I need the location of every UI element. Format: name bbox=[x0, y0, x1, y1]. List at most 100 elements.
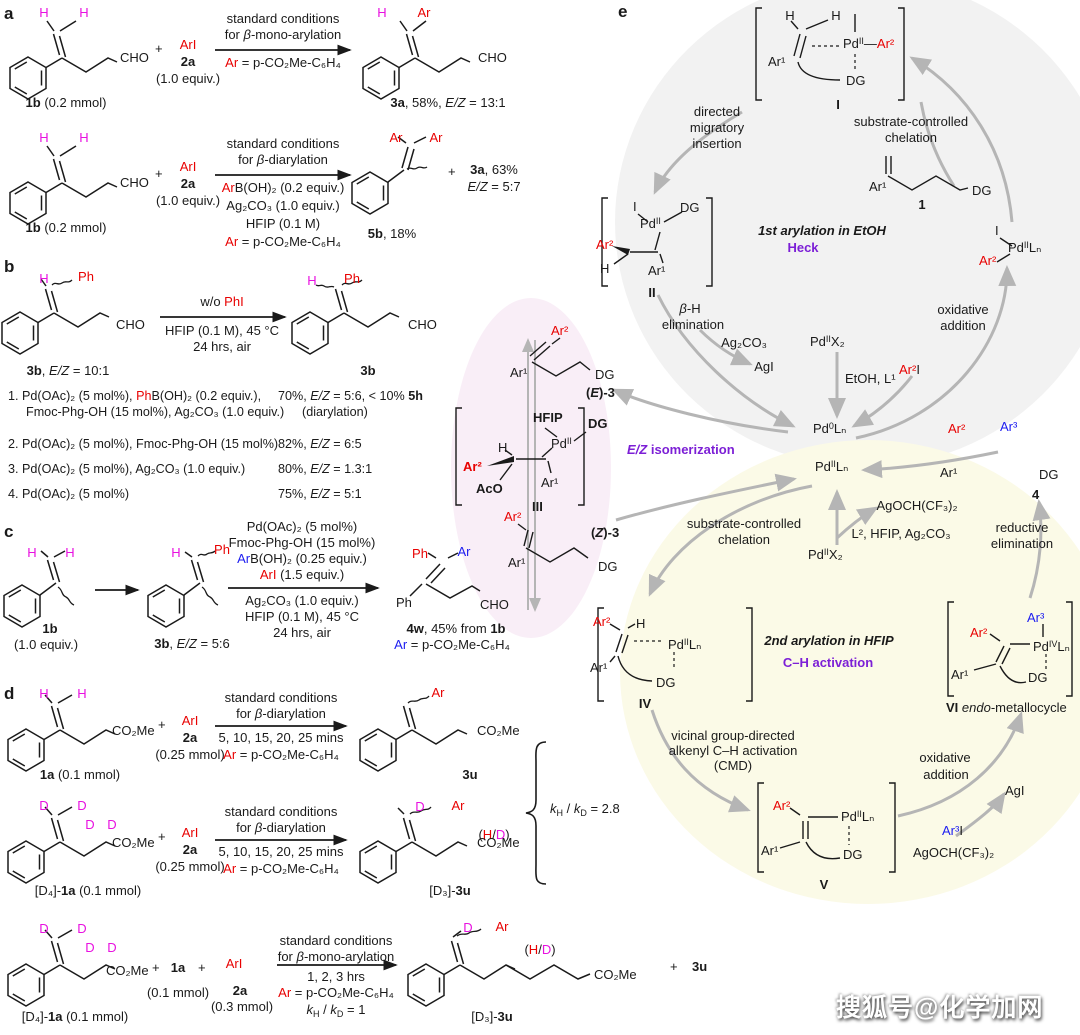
d1-below-1: 5, 10, 15, 20, 25 mins bbox=[218, 730, 344, 745]
panel-d-label: d bbox=[4, 684, 15, 703]
reductive-2: elimination bbox=[990, 536, 1054, 551]
c-3b-caption: 3b, E/Z = 5:6 bbox=[154, 636, 230, 651]
agi-label-top: AgI bbox=[754, 359, 774, 374]
d1-h2: H bbox=[77, 686, 87, 701]
d3-d4: D bbox=[107, 940, 117, 955]
d2-product-hd: (H/D) bbox=[478, 827, 510, 842]
chelation-top-2: chelation bbox=[884, 130, 938, 145]
a2-conditions-1: standard conditions bbox=[226, 136, 340, 151]
intermediate-II-bonds bbox=[601, 197, 713, 287]
vicinal-3: (CMD) bbox=[713, 758, 753, 773]
reductive-1: reductive bbox=[995, 520, 1049, 535]
c-1b-caption: 1b bbox=[42, 621, 58, 636]
a1-conditions-2: for β-mono-arylation bbox=[224, 27, 342, 42]
d2-product-ester: CO₂Me bbox=[477, 835, 520, 850]
intermediate-I-bonds bbox=[755, 7, 905, 101]
chelation-bottom-1: substrate-controlled bbox=[686, 516, 802, 531]
a1-reactant-caption: 1b (0.2 mmol) bbox=[25, 95, 107, 110]
ag2co3-label: Ag₂CO₃ bbox=[721, 335, 767, 350]
arpd-i: I bbox=[995, 223, 999, 238]
a2-aryl-iodide: ArI bbox=[179, 159, 197, 174]
structure-3b-truncated bbox=[147, 550, 219, 628]
migratory-2: migratory bbox=[689, 120, 745, 135]
b-product-cho: CHO bbox=[408, 317, 437, 332]
int6-pd: PdIVLₙ bbox=[1033, 639, 1070, 654]
c4-ar1: Ar¹ bbox=[940, 465, 958, 480]
cycle-structures bbox=[455, 7, 1073, 873]
panel-c-label: c bbox=[4, 522, 14, 541]
panel-a-label: a bbox=[4, 4, 14, 23]
int4-h: H bbox=[636, 616, 646, 631]
d2-product-d: D bbox=[415, 799, 425, 814]
int2-label: II bbox=[648, 285, 656, 300]
ez-isomerization-label: E/Z isomerization bbox=[627, 442, 735, 457]
beta-h-2: elimination bbox=[661, 317, 725, 332]
c4-dg: DG bbox=[1039, 467, 1059, 482]
d2-aryl-iodide: ArI bbox=[181, 825, 199, 840]
int4-ar1: Ar¹ bbox=[590, 660, 608, 675]
int6-label: VI endo-metallocycle bbox=[946, 700, 1067, 715]
b-entry1-result: 70%, E/Z = 5:6, < 10% 5h bbox=[278, 389, 423, 403]
c-above-1: Pd(OAc)₂ (5 mol%) bbox=[246, 519, 358, 534]
z3-ar1: Ar¹ bbox=[508, 555, 526, 570]
a1-product-cho: CHO bbox=[478, 50, 507, 65]
c-above-2: Fmoc-Phg-OH (15 mol%) bbox=[228, 535, 376, 550]
c-product-ph-black: Ph bbox=[396, 595, 412, 610]
oxidative-bottom-1: oxidative bbox=[919, 750, 971, 765]
c-below-2: HFIP (0.1 M), 45 °C bbox=[244, 609, 360, 624]
b-reactant-ph: Ph bbox=[78, 269, 94, 284]
intermediate-III-bonds bbox=[455, 407, 587, 506]
c-product-caption: 4w, 45% from 1b bbox=[406, 621, 506, 636]
int6-ar1: Ar¹ bbox=[951, 667, 969, 682]
d3-product-hd: (H/D) bbox=[524, 942, 556, 957]
int5-dg: DG bbox=[843, 847, 863, 862]
chelation-bottom-2: chelation bbox=[717, 532, 771, 547]
b-entry3-conditions: 3. Pd(OAc)₂ (5 mol%), Ag₂CO₃ (1.0 equiv.… bbox=[8, 462, 246, 476]
int5-ar2: Ar² bbox=[773, 798, 791, 813]
int5-pd: PdIILₙ bbox=[841, 809, 875, 824]
c4-ar3: Ar³ bbox=[1000, 419, 1018, 434]
d3-reactant-caption: [D₄]-1a (0.1 mmol) bbox=[21, 1009, 129, 1024]
d1-ar-definition: Ar = p-CO₂Me-C₆H₄ bbox=[223, 747, 339, 762]
c-above-3: ArB(OH)₂ (0.25 equiv.) bbox=[237, 551, 367, 566]
c-1b-equiv: (1.0 equiv.) bbox=[13, 637, 79, 652]
d3-conditions-2: for β-mono-arylation bbox=[277, 949, 395, 964]
e3-dg: DG bbox=[595, 367, 615, 382]
etoh-l1: EtOH, L¹ bbox=[845, 371, 896, 386]
a1-product-caption: 3a, 58%, E/Z = 13:1 bbox=[390, 95, 506, 110]
a2-below-3: HFIP (0.1 M) bbox=[245, 216, 321, 231]
d3-d1: D bbox=[39, 921, 49, 936]
kie-brace bbox=[525, 741, 547, 885]
b-reactant-h: H bbox=[39, 271, 49, 286]
c-product-ar-blue: Ar bbox=[457, 544, 471, 559]
d2-conditions-2: for β-diarylation bbox=[236, 820, 326, 835]
pdx2-top: PdIIX₂ bbox=[810, 334, 845, 349]
c-below-3: 24 hrs, air bbox=[273, 625, 331, 640]
beta-h-1: β-H bbox=[679, 301, 701, 316]
structure-d3-3u bbox=[360, 818, 467, 883]
int2-i: I bbox=[633, 199, 637, 214]
a1-product-h: H bbox=[377, 5, 387, 20]
d3-plus1: + bbox=[152, 960, 160, 975]
int2-h: H bbox=[600, 261, 610, 276]
c-3b-ph: Ph bbox=[214, 542, 230, 557]
intermediate-V-bonds bbox=[757, 782, 896, 873]
d1-product-ar: Ar bbox=[431, 685, 445, 700]
int1-h1: H bbox=[785, 8, 795, 23]
d2-below-1: 5, 10, 15, 20, 25 mins bbox=[218, 844, 344, 859]
cycle1-subtitle: Heck bbox=[787, 240, 819, 255]
a1-reagent-2a: 2a bbox=[180, 54, 196, 69]
int3-aco: AcO bbox=[476, 481, 503, 496]
cycle2-title: 2nd arylation in HFIP bbox=[764, 633, 894, 648]
a2-reagent-equiv: (1.0 equiv.) bbox=[155, 193, 221, 208]
substrate1-label: 1 bbox=[918, 197, 926, 212]
e3-label: (E)-3 bbox=[586, 385, 615, 400]
z3-ar2: Ar² bbox=[504, 509, 522, 524]
a2-conditions-2: for β-diarylation bbox=[238, 152, 328, 167]
oxidative-top-1: oxidative bbox=[937, 302, 989, 317]
a2-below-2: Ag₂CO₃ (1.0 equiv.) bbox=[226, 198, 340, 213]
structure-d4-1a-2 bbox=[8, 941, 115, 1006]
structure-1b bbox=[10, 34, 117, 99]
b-entry1-result-2: (diarylation) bbox=[302, 405, 368, 419]
